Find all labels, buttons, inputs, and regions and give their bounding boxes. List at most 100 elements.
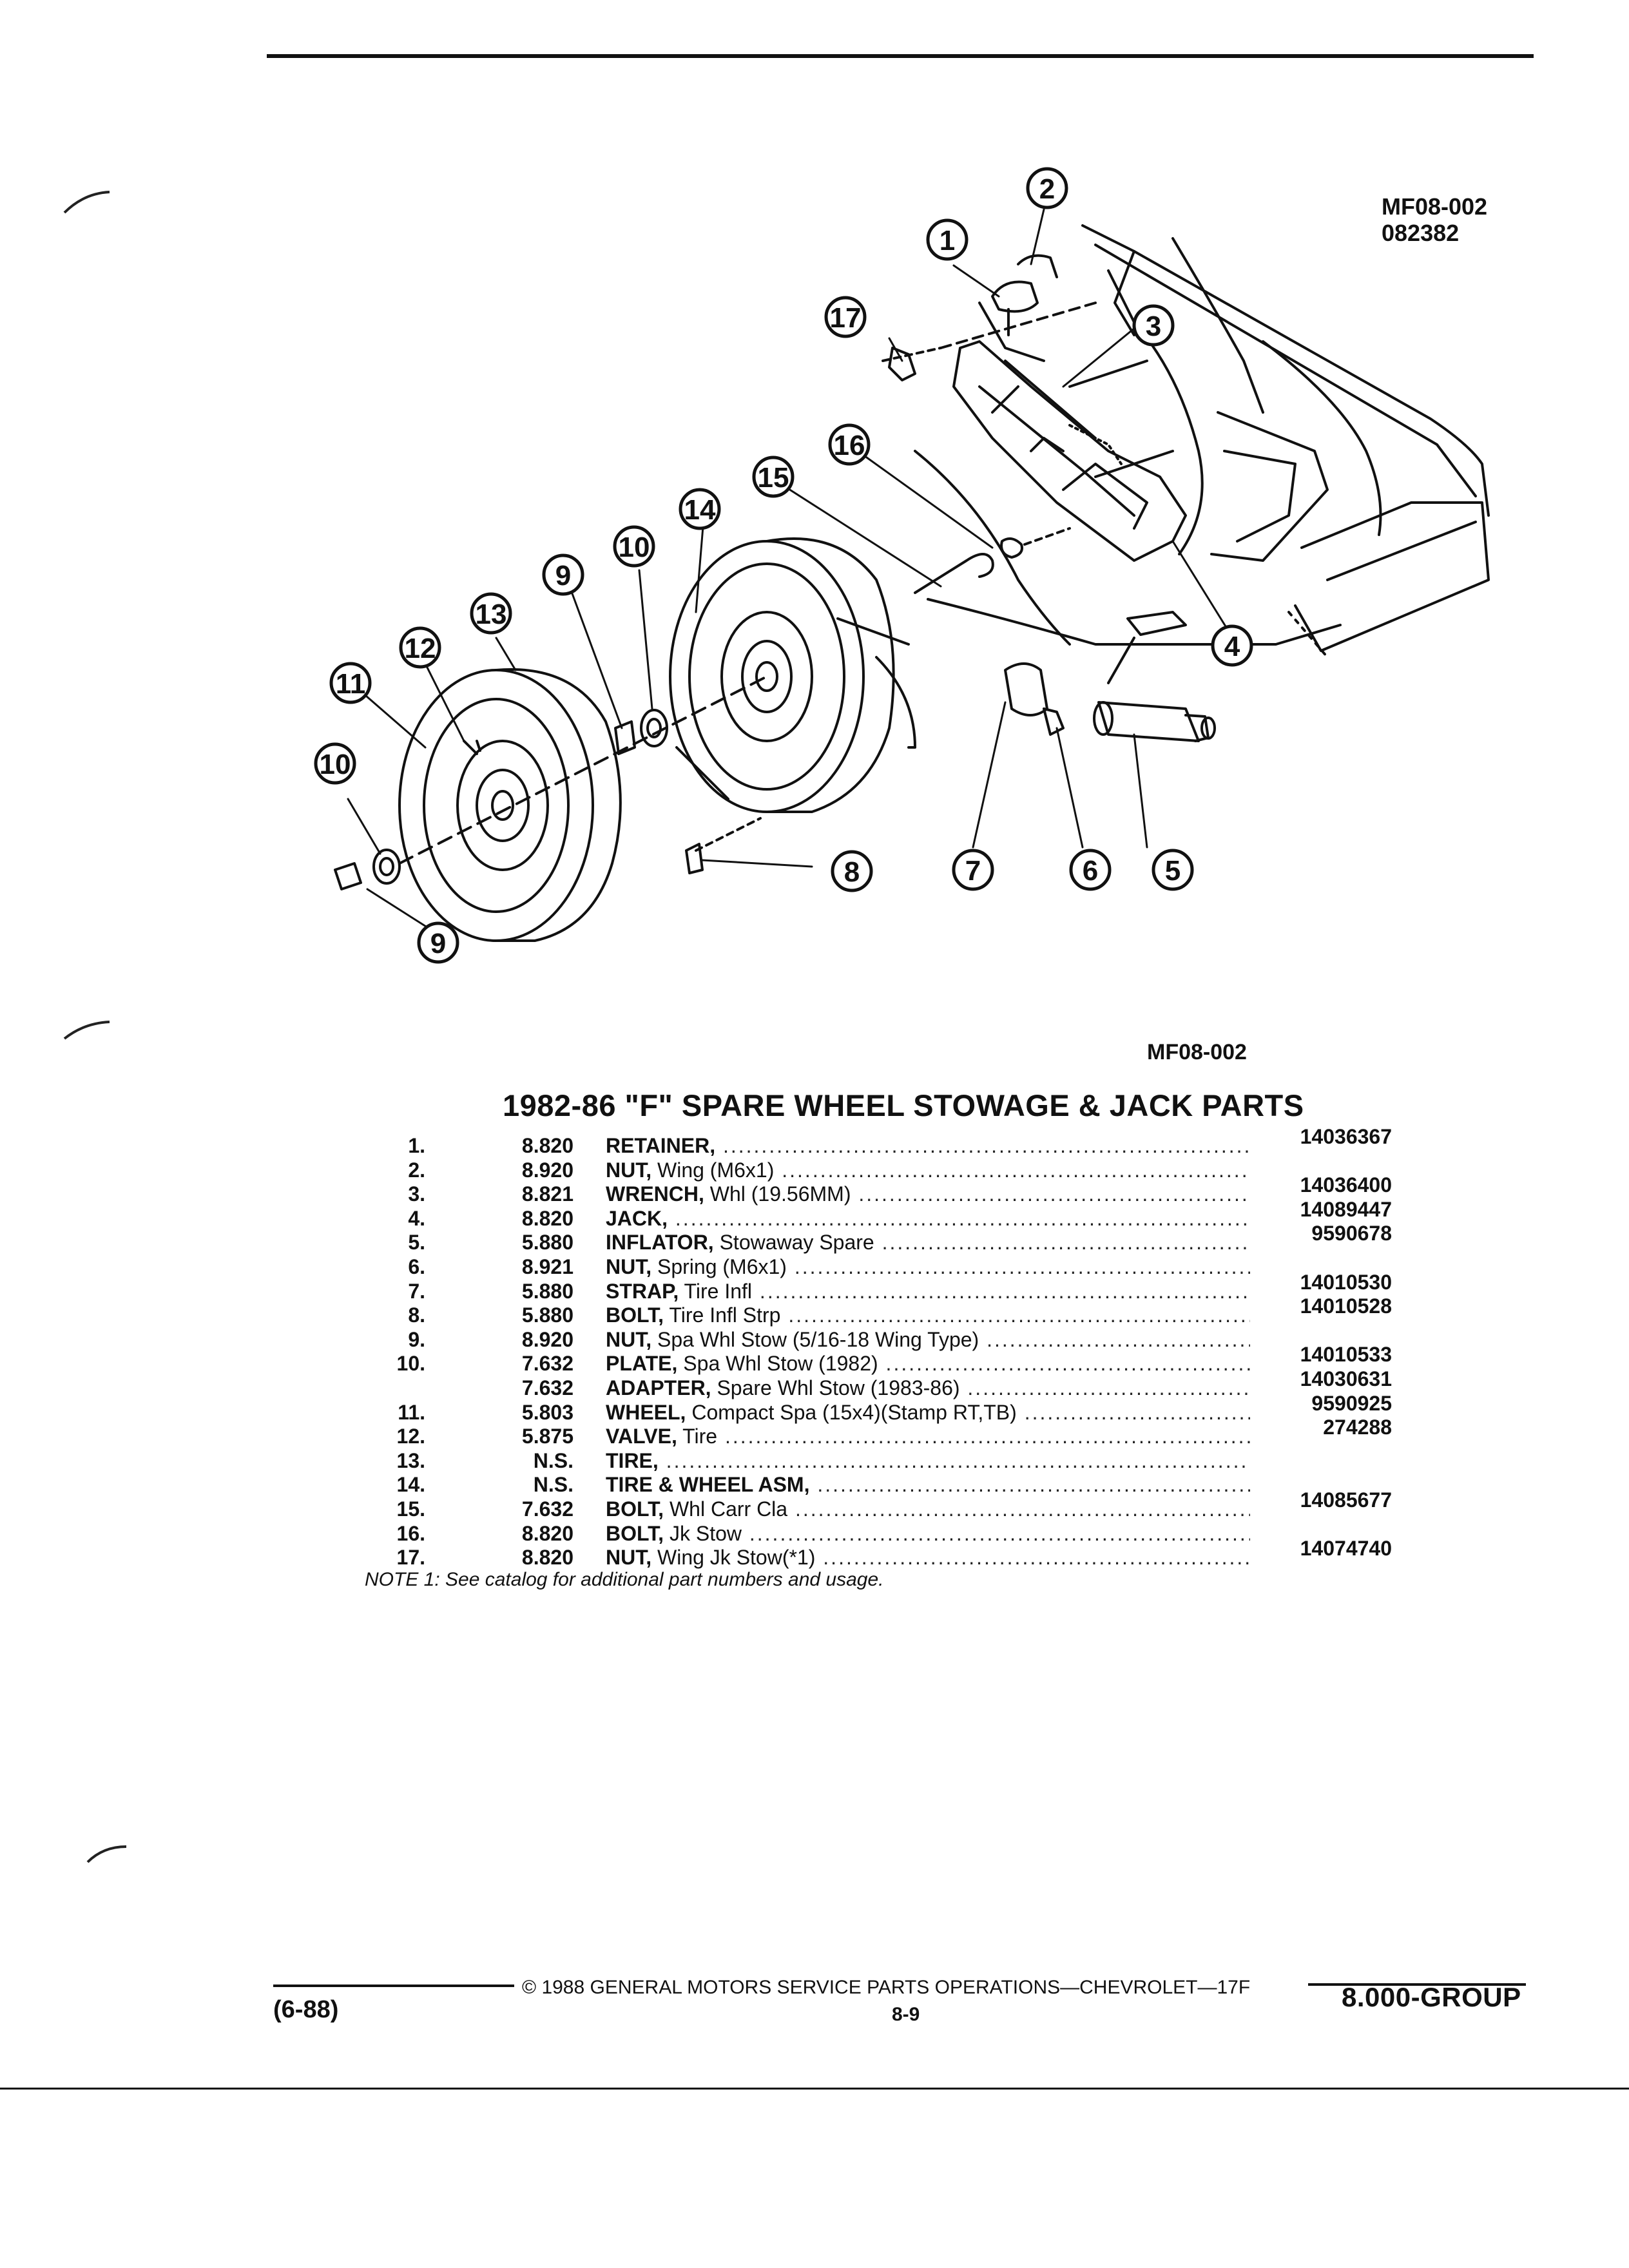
nut-9-lower — [334, 862, 362, 890]
group-number: 7.632 — [521, 1376, 574, 1399]
callout-12: 12 — [399, 626, 441, 669]
part-name: INFLATOR, — [606, 1231, 714, 1254]
callout-4: 4 — [1211, 624, 1253, 667]
strap-7 — [1004, 662, 1048, 716]
group-number: 8.820 — [521, 1521, 574, 1545]
leader-dots: ........................................… — [817, 1473, 1250, 1497]
item-number: 8. — [408, 1303, 425, 1327]
leader-dots: ........................................… — [675, 1206, 1250, 1230]
leader-dots: ........................................… — [782, 1158, 1250, 1182]
figure-code: MF08-002 — [1382, 193, 1488, 220]
spare-tire-14 — [669, 537, 910, 813]
svg-text:12: 12 — [405, 633, 436, 664]
leader-dots: ........................................… — [987, 1327, 1250, 1351]
group-number: 8.820 — [521, 1134, 574, 1157]
part-detail: Spa Whl Stow (1982) — [677, 1352, 878, 1376]
leader-dots: ........................................… — [885, 1352, 1250, 1376]
part-description: TIRE, ..................................… — [606, 1449, 1250, 1474]
group-number: 5.803 — [521, 1400, 574, 1424]
item-number: 17. — [396, 1546, 425, 1570]
part-number: 14010530 — [1300, 1270, 1392, 1294]
callout-5: 5 — [1152, 849, 1194, 891]
part-name: TIRE & WHEEL ASM, — [606, 1473, 810, 1497]
svg-text:5: 5 — [1165, 855, 1181, 887]
part-detail: Stowaway Spare — [713, 1231, 874, 1254]
svg-text:13: 13 — [476, 599, 507, 630]
part-number: 9590925 — [1311, 1391, 1392, 1415]
svg-text:8: 8 — [844, 856, 860, 888]
item-number: 5. — [408, 1231, 425, 1254]
part-detail: Tire — [677, 1425, 718, 1448]
part-name: WHEEL, — [606, 1400, 686, 1424]
item-number: 1. — [408, 1134, 425, 1157]
svg-text:7: 7 — [965, 855, 981, 887]
part-name: NUT, — [606, 1254, 652, 1278]
part-detail: Jk Stow — [664, 1521, 742, 1545]
svg-text:9: 9 — [430, 928, 446, 959]
parts-table: 1. 8.820 RETAINER, .......................… — [361, 1125, 1392, 1570]
parts-row: 17. 8.820 NUT, Wing Jk Stow(*1) ..........… — [361, 1537, 1392, 1570]
group-number: 8.820 — [521, 1546, 574, 1570]
part-detail: Tire Infl — [679, 1279, 753, 1303]
part-number: 14030631 — [1300, 1367, 1392, 1390]
nut-9-upper — [614, 720, 636, 755]
bolt-16 — [1000, 537, 1023, 559]
bolt-17-line — [882, 347, 942, 362]
part-description: NUT, Wing (M6x1) .......................… — [606, 1158, 1250, 1183]
part-name: TIRE, — [606, 1448, 659, 1472]
part-name: BOLT, — [606, 1303, 664, 1327]
group-number: 5.880 — [521, 1231, 574, 1254]
group-number: N.S. — [533, 1448, 574, 1472]
svg-text:3: 3 — [1146, 311, 1161, 342]
svg-text:10: 10 — [320, 749, 351, 780]
svg-text:1: 1 — [940, 225, 955, 256]
part-name: NUT, — [606, 1158, 652, 1182]
part-name: BOLT, — [606, 1497, 664, 1521]
inflator-5 — [1093, 701, 1216, 742]
callout-6: 6 — [1069, 849, 1112, 891]
group-number: 7.632 — [521, 1497, 574, 1521]
callout-11: 11 — [329, 662, 372, 704]
callout-9-lower: 9 — [417, 921, 459, 964]
item-number: 4. — [408, 1206, 425, 1230]
callout-10-lower: 10 — [314, 742, 356, 785]
item-number: 7. — [408, 1279, 425, 1303]
leader-dots: ........................................… — [749, 1521, 1250, 1545]
part-detail: Compact Spa (15x4)(Stamp RT,TB) — [686, 1400, 1017, 1424]
item-number: 14. — [396, 1473, 425, 1497]
leader-dots: ........................................… — [823, 1546, 1250, 1570]
plate-10-lower — [372, 849, 401, 885]
part-description: NUT, Wing Jk Stow(*1) ..................… — [606, 1546, 1250, 1570]
part-description: RETAINER, ..............................… — [606, 1134, 1250, 1158]
item-number: 6. — [408, 1254, 425, 1278]
figure-code-header: MF08-002 082382 — [1382, 193, 1487, 247]
part-description: BOLT, Whl Carr Cla .....................… — [606, 1497, 1250, 1522]
leader-lines — [347, 208, 1232, 936]
group-number: 8.821 — [521, 1182, 574, 1206]
parts-list-title: 1982-86 "F" SPARE WHEEL STOWAGE & JACK P… — [503, 1088, 1304, 1122]
callout-3: 3 — [1132, 304, 1175, 347]
leader-dots: ........................................… — [795, 1497, 1250, 1521]
part-number: 14010533 — [1300, 1343, 1392, 1367]
part-description: JACK, ..................................… — [606, 1207, 1250, 1231]
group-number: 5.880 — [521, 1279, 574, 1303]
leader-dots: ........................................… — [666, 1448, 1250, 1472]
part-detail: Tire Infl Strp — [664, 1303, 781, 1327]
wheel-axis — [398, 675, 768, 865]
part-name: JACK, — [606, 1206, 668, 1230]
retainer-nut — [991, 254, 1058, 336]
callout-2: 2 — [1026, 167, 1068, 209]
part-number: 14089447 — [1300, 1197, 1392, 1221]
group-number: 8.920 — [521, 1158, 574, 1182]
footer-rule-right — [1308, 1983, 1526, 1986]
bottom-rule — [0, 2088, 1629, 2090]
leader-dots: ........................................… — [724, 1425, 1250, 1448]
group-number: 7.632 — [521, 1352, 574, 1376]
part-name: NUT, — [606, 1546, 652, 1570]
